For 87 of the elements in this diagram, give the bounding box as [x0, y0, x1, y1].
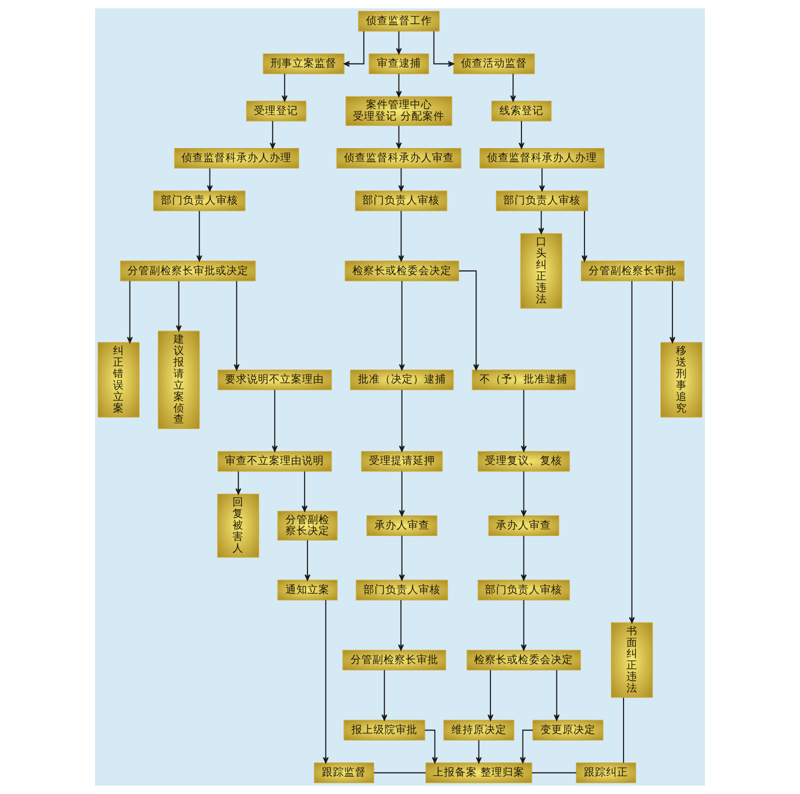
arrow: [398, 390, 405, 452]
node-box: 纠正错误立案: [98, 342, 140, 418]
node-box: 刑事立案监督: [262, 54, 344, 74]
arrow: [520, 730, 533, 764]
arrow: [539, 168, 545, 192]
arrow: [520, 390, 527, 452]
node-box: 不（予）批准逮捕: [472, 370, 576, 390]
arrow: [302, 471, 308, 512]
arrow: [398, 536, 405, 581]
node-box: 建议报请立案侦查: [158, 330, 200, 429]
arrow: [322, 600, 329, 764]
arrow: [518, 121, 524, 149]
node-box: 移送刑事追究: [660, 342, 702, 418]
arrow: [488, 670, 494, 721]
arrow: [398, 210, 404, 262]
node-box: 侦查监督工作: [358, 10, 440, 32]
node-box: 审查不立案理由说明: [218, 451, 332, 472]
node-box: 受理提请延押: [361, 451, 443, 472]
node-box: 部门负责人审核: [496, 190, 588, 212]
arrow: [554, 670, 560, 721]
node-box: 承办人审查: [488, 515, 560, 536]
node-box: 分管副检察长决定: [277, 510, 338, 541]
connector: [374, 772, 426, 774]
node-box: 案件管理中心受理登记 分配案件: [346, 96, 452, 126]
arrow: [520, 471, 527, 516]
connector: [622, 698, 624, 763]
node-box: 侦查监督科承办人办理: [174, 148, 300, 169]
node-box: 通知立案: [277, 580, 338, 600]
node-box: 承办人审查: [366, 515, 438, 536]
node-box: 回复被害人: [217, 494, 260, 558]
arrow: [381, 670, 388, 721]
arrow: [396, 74, 402, 98]
node-box: 检察长或检委会决定: [466, 650, 581, 670]
arrow: [476, 740, 482, 764]
node-box: 侦查活动监督: [453, 54, 535, 74]
arrow: [272, 390, 278, 452]
node-box: 线索登记: [491, 100, 552, 122]
arrow: [582, 210, 588, 262]
arrow: [235, 471, 242, 495]
arrow: [234, 281, 240, 370]
arrow: [520, 600, 527, 651]
node-box: 检察长或检委会决定: [344, 260, 460, 282]
node-box: 要求说明不立案理由: [218, 370, 332, 390]
arrow: [520, 536, 527, 581]
node-box: 报上级院审批: [344, 720, 426, 740]
node-box: 侦查监督科承办人办理: [480, 148, 604, 169]
arrow: [126, 281, 133, 344]
node-box: 侦查监督科承办人审查: [336, 148, 462, 169]
arrow: [510, 74, 516, 102]
node-box: 跟踪监督: [314, 762, 374, 784]
arrow: [398, 471, 405, 516]
arrow: [270, 121, 276, 149]
node-box: 书面纠正违法: [610, 622, 653, 698]
connector: [532, 772, 576, 774]
arrow: [396, 126, 402, 149]
arrow: [433, 31, 454, 67]
arrow: [206, 168, 213, 192]
node-box: 变更原决定: [532, 720, 604, 740]
arrow: [344, 31, 364, 67]
node-box: 维持原决定: [443, 720, 514, 740]
node-box: 分管副检察长审批: [342, 650, 446, 670]
node-box: 批准（决定）逮捕: [350, 370, 454, 390]
arrow: [398, 600, 404, 651]
arrow: [176, 281, 182, 332]
node-box: 口头纠正违法: [520, 233, 562, 309]
node-box: 跟踪纠正: [576, 762, 636, 784]
node-box: 部门负责人审核: [153, 190, 246, 212]
arrow: [196, 210, 202, 262]
arrow: [398, 281, 405, 370]
arrow: [538, 210, 544, 234]
node-box: 部门负责人审核: [478, 580, 570, 600]
arrow: [424, 730, 438, 764]
node-box: 受理登记: [246, 100, 306, 122]
node-box: 分管副检察长审批或决定: [120, 260, 256, 282]
arrow: [628, 280, 635, 624]
node-box: 分管副检察长审批: [580, 260, 684, 282]
arrow: [304, 540, 310, 581]
arrow: [282, 74, 288, 102]
node-box: 受理复议、复核: [478, 451, 570, 472]
arrow: [398, 168, 404, 192]
node-box: 部门负责人审核: [355, 190, 448, 212]
arrow: [396, 31, 402, 54]
node-box: 上报备案 整理归案: [426, 762, 532, 784]
arrow: [458, 270, 480, 370]
node-box: 部门负责人审核: [356, 580, 448, 600]
arrow: [670, 281, 676, 344]
node-box: 审查逮捕: [368, 54, 429, 74]
